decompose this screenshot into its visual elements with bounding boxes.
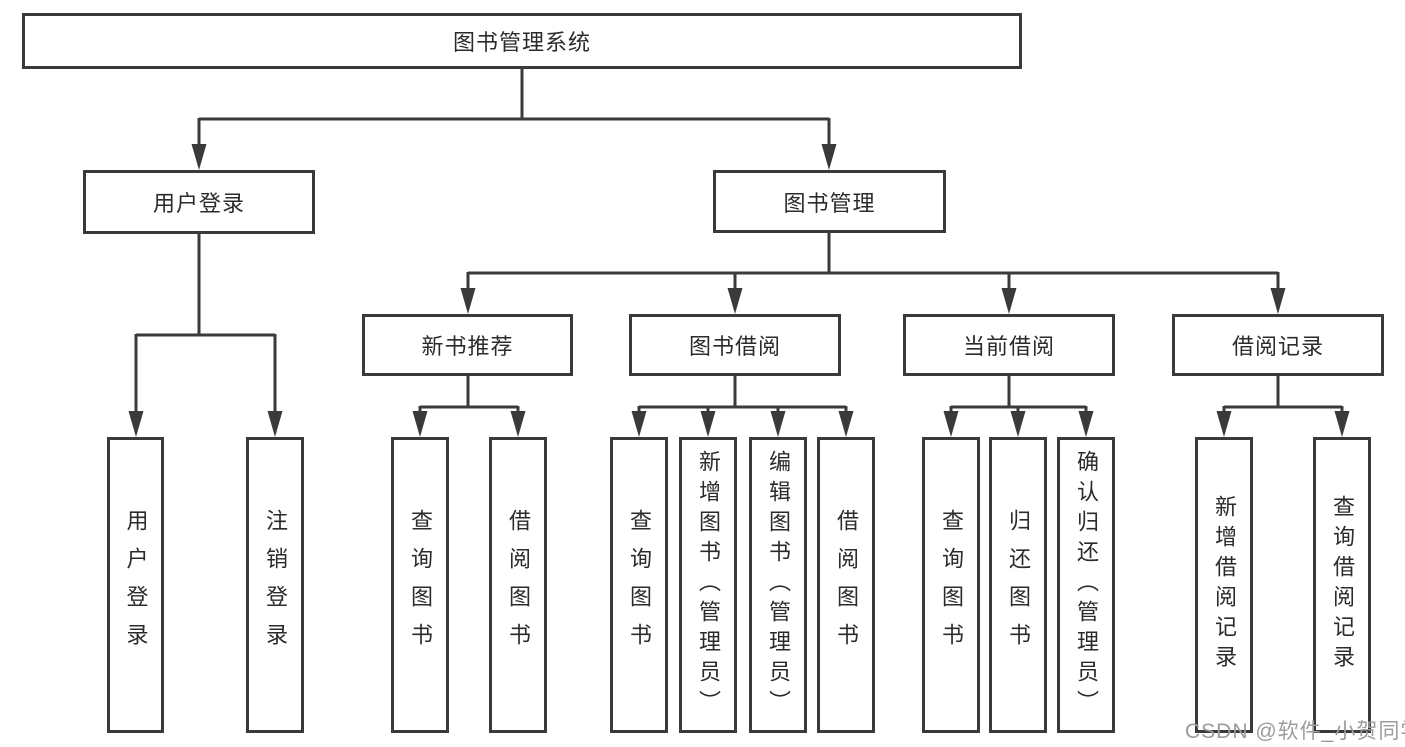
node-new-book-recommend: 新书推荐 (362, 314, 573, 376)
leaf-query-book-recommend: 查询图书 (391, 437, 449, 733)
leaf-confirm-return-admin: 确认归还（管理员） (1057, 437, 1115, 733)
leaf-borrow-book: 借阅图书 (817, 437, 875, 733)
leaf-return-book: 归还图书 (989, 437, 1047, 733)
leaf-query-book-borrow: 查询图书 (610, 437, 668, 733)
leaf-edit-book-admin: 编辑图书（管理员） (749, 437, 807, 733)
node-root: 图书管理系统 (22, 13, 1022, 69)
leaf-borrow-book-recommend: 借阅图书 (489, 437, 547, 733)
leaf-add-book-admin: 新增图书（管理员） (679, 437, 737, 733)
node-user-login: 用户登录 (83, 170, 315, 234)
node-book-borrow: 图书借阅 (629, 314, 841, 376)
leaf-add-borrow-record: 新增借阅记录 (1195, 437, 1253, 733)
leaf-user-login: 用户登录 (107, 437, 164, 733)
watermark: CSDN @软件_小贺同学 (1185, 720, 1405, 743)
leaf-query-borrow-record: 查询借阅记录 (1313, 437, 1371, 733)
node-borrow-records: 借阅记录 (1172, 314, 1384, 376)
leaf-logout-login: 注销登录 (246, 437, 304, 733)
leaf-query-book-current: 查询图书 (922, 437, 980, 733)
node-book-management: 图书管理 (713, 170, 946, 233)
node-current-borrow: 当前借阅 (903, 314, 1115, 376)
